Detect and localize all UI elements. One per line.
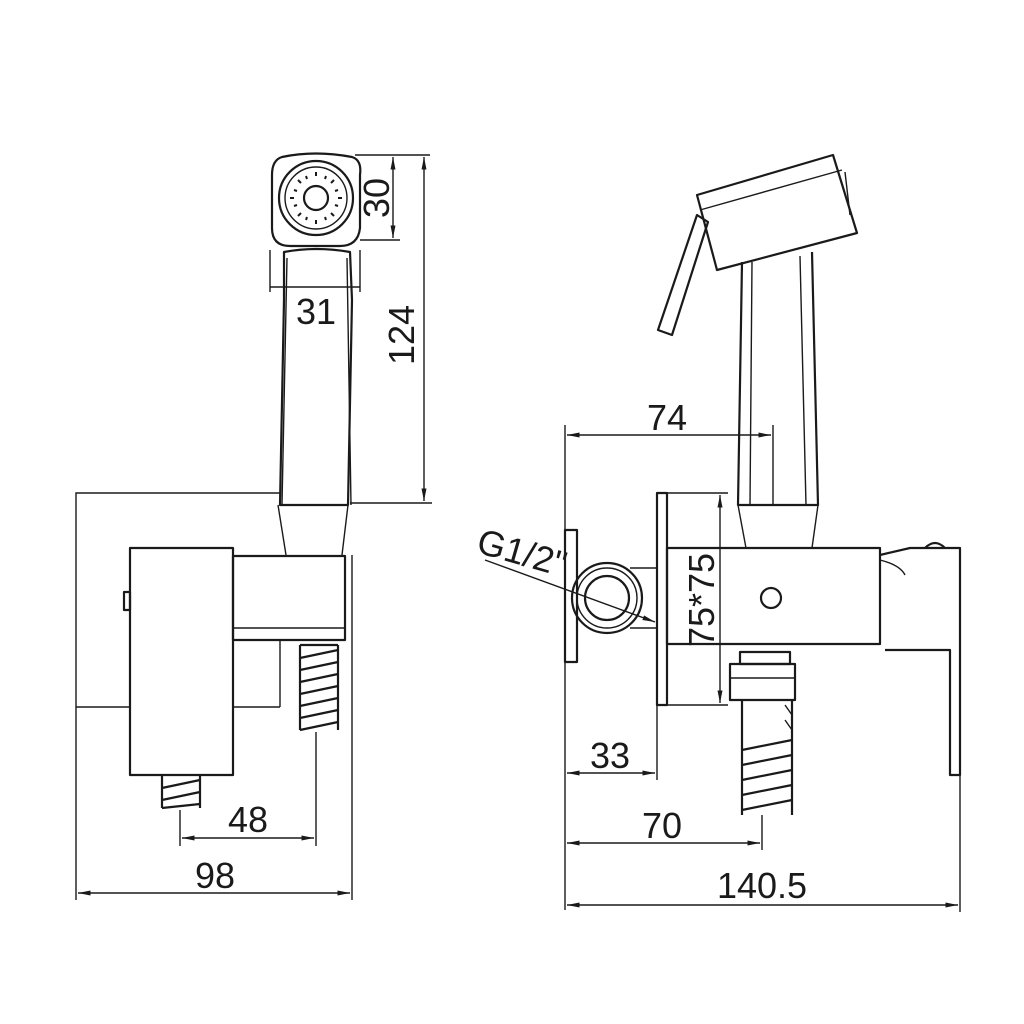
dim-label-33: 33 xyxy=(590,735,630,776)
dim-label-124: 124 xyxy=(381,305,422,365)
dim-label-98: 98 xyxy=(195,855,235,896)
dim-head-width: 31 xyxy=(269,250,361,332)
dim-total-height: 124 xyxy=(350,157,432,504)
dim-label-75x75: 75*75 xyxy=(681,553,722,647)
nozzle-dots xyxy=(290,172,342,224)
dim-label-74: 74 xyxy=(647,397,687,438)
spray-head-front xyxy=(270,152,362,248)
dim-label-48: 48 xyxy=(228,799,268,840)
dim-label-70: 70 xyxy=(642,805,682,846)
dim-head-height: 30 xyxy=(355,154,430,241)
dim-handle-offset: 74 xyxy=(564,397,774,910)
set-screw-hole xyxy=(759,586,783,610)
dim-label-140-5: 140.5 xyxy=(717,865,807,906)
hose-side-left xyxy=(160,775,202,810)
dim-hose-offset-side: 48 xyxy=(179,732,317,846)
spray-head-profile xyxy=(656,153,859,337)
dim-hose-offset-front: 70 xyxy=(567,805,763,850)
side-view: 30 31 124 48 98 xyxy=(75,152,432,900)
inlet-connector xyxy=(563,528,657,664)
hose-front xyxy=(740,700,794,815)
hose-side-right xyxy=(298,643,340,732)
dim-depth: 98 xyxy=(78,555,353,900)
handle-side xyxy=(277,247,354,556)
dim-label-31: 31 xyxy=(296,291,336,332)
hose-nut xyxy=(728,650,797,702)
dim-plate-offset: 33 xyxy=(567,705,658,780)
dim-plate-size: 75*75 xyxy=(681,495,723,703)
dim-total-width: 140.5 xyxy=(567,775,961,912)
valve-body-side xyxy=(122,546,347,777)
handle-front xyxy=(736,251,820,549)
dim-label-g12: G1/2" xyxy=(473,520,572,584)
front-view: G1/2" 75*75 74 33 70 140.5 xyxy=(473,153,962,912)
dim-label-30: 30 xyxy=(356,178,397,218)
